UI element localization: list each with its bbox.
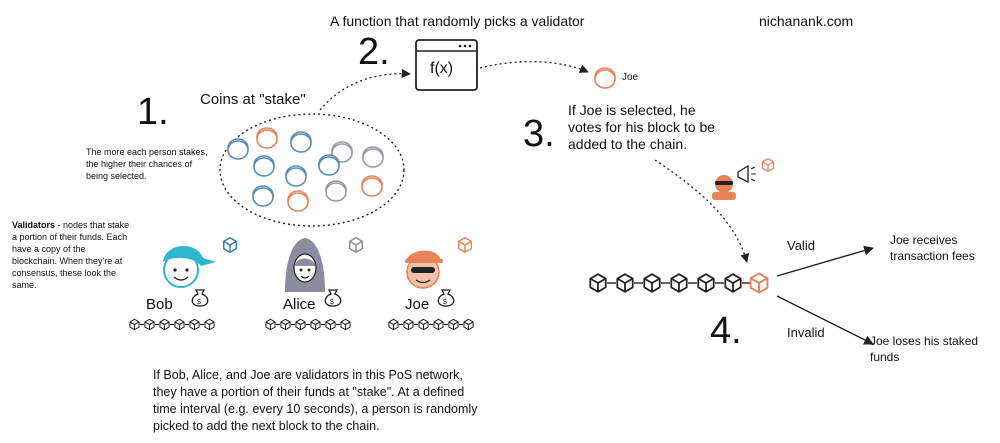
joe-moneybag-icon: $ — [437, 289, 455, 307]
stake-pool-ellipse — [219, 113, 405, 227]
alice-moneybag-icon: $ — [324, 289, 342, 307]
joe-announce-block-icon — [761, 157, 775, 173]
valid-result: Joe receives transaction fees — [890, 233, 975, 263]
valid-arrow — [776, 245, 874, 277]
site-watermark: nichanank.com — [759, 13, 854, 29]
svg-text:$: $ — [330, 299, 334, 306]
validators-description: Validators - nodes that stake a portion … — [12, 219, 132, 291]
coin-icon — [318, 154, 340, 176]
step-1-number: 1. — [137, 91, 169, 133]
coin-icon — [252, 185, 274, 207]
coin-icon — [256, 127, 278, 149]
new-block-icon — [749, 272, 769, 294]
main-blockchain — [589, 272, 769, 294]
svg-text:$: $ — [197, 299, 201, 306]
valid-label: Valid — [787, 238, 815, 253]
joe-blockchain — [388, 318, 474, 331]
coin-icon — [325, 180, 347, 202]
alice-avatar — [285, 238, 325, 292]
stake-coins — [227, 127, 384, 212]
joe-vote-text: If Joe is selected, he votes for his blo… — [568, 102, 716, 152]
function-window-icon — [415, 39, 478, 91]
coin-icon — [227, 138, 249, 160]
alice-block-icon — [348, 237, 364, 253]
invalid-label: Invalid — [787, 325, 825, 340]
validator-name-joe: Joe — [405, 296, 430, 313]
step-4-number: 4. — [710, 310, 742, 352]
invalid-result: Joe loses his staked funds — [870, 334, 979, 364]
invalid-arrow — [776, 295, 874, 345]
coin-icon — [362, 146, 384, 168]
joe-coin-icon — [594, 67, 616, 89]
stake-title: Coins at "stake" — [200, 91, 306, 108]
step-2-number: 2. — [358, 31, 390, 73]
joe-avatar — [405, 250, 443, 289]
coin-icon — [253, 155, 275, 177]
step-3-number: 3. — [523, 113, 555, 155]
selected-joe-label: Joe — [622, 72, 639, 83]
bob-blockchain — [129, 318, 215, 331]
bob-block-icon — [222, 237, 238, 253]
validators-title: Validators — [12, 220, 56, 230]
stake-note: The more each person stakes, the higher … — [86, 147, 208, 181]
bob-avatar — [163, 246, 216, 288]
function-to-joe-arrow — [479, 60, 589, 73]
bob-moneybag-icon: $ — [191, 289, 209, 307]
validator-name-alice: Alice — [283, 296, 316, 313]
coin-icon — [361, 175, 383, 197]
pool-to-function-arrow — [319, 68, 411, 111]
explanation-paragraph: If Bob, Alice, and Joe are validators in… — [153, 368, 478, 433]
joe-block-icon — [457, 237, 473, 253]
svg-text:$: $ — [443, 299, 447, 306]
coin-icon — [290, 131, 312, 153]
coin-icon — [285, 165, 307, 187]
function-caption: A function that randomly picks a validat… — [330, 13, 585, 29]
alice-blockchain — [265, 318, 351, 331]
joe-megaphone-icon — [712, 164, 756, 200]
vote-to-chain-arrow — [654, 159, 750, 263]
coin-icon — [287, 190, 309, 212]
validators-text: - nodes that stake a portion of their fu… — [12, 220, 130, 290]
function-label: f(x) — [430, 60, 454, 77]
validator-name-bob: Bob — [146, 296, 173, 313]
